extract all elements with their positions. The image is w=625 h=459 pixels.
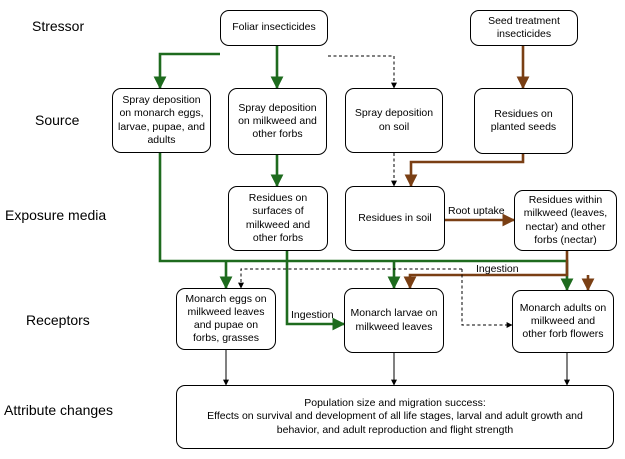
node-text: Spray deposition (354, 107, 434, 120)
node-text: forbs (nectar) (534, 233, 597, 246)
node-text: Spray deposition (122, 94, 201, 107)
node-text: insecticides (496, 28, 552, 40)
row-label-exposure-media: Exposure media (5, 207, 107, 223)
node-text: Seed treatment (488, 14, 560, 27)
edge-label-root-uptake: Root uptake (448, 205, 505, 217)
node-text: milkweed and (530, 314, 596, 327)
edge-dashed-to-adults (461, 269, 513, 328)
node-attribute-changes: Population size and migration success: E… (176, 385, 614, 449)
row-label-receptors: Receptors (26, 312, 90, 328)
node-text: Effects on survival and development of a… (207, 410, 583, 423)
node-text: Residues on (248, 192, 308, 205)
edge-residues-seeds-to-soil (404, 154, 525, 188)
node-text: Residues on (494, 107, 553, 120)
edge-label-ingestion-right: Ingestion (476, 263, 519, 275)
node-text: Foliar insecticides (232, 21, 316, 34)
dashed-pathways (238, 55, 513, 328)
node-text: surfaces of (252, 205, 304, 218)
row-label-attribute-changes: Attribute changes (4, 402, 113, 418)
node-text: Residues in soil (358, 211, 432, 224)
node-residues-in-soil: Residues in soil (345, 186, 445, 251)
node-residues-within-milkweed: Residues within milkweed (leaves, nectar… (514, 190, 617, 251)
edge-within-to-receptors (403, 251, 569, 290)
row-label-stressor: Stressor (32, 18, 85, 34)
edge-dashed-eggs-feed (238, 268, 462, 289)
node-text: behavior, and adult reproduction and fli… (276, 423, 514, 436)
node-text: Spray deposition (238, 101, 317, 114)
node-text: Monarch adults on (519, 301, 607, 314)
edge-foliar-to-spray-soil (328, 55, 397, 89)
node-text: Monarch eggs on (185, 292, 267, 305)
node-text: other forbs (252, 231, 304, 244)
node-spray-deposition-milkweed: Spray deposition on milkweed and other f… (228, 88, 327, 155)
node-text: other forbs (252, 128, 303, 141)
attribute-pathways (223, 350, 570, 386)
node-foliar-insecticides: Foliar insecticides (220, 10, 328, 46)
node-text: adults (147, 133, 176, 146)
node-residues-planted-seeds: Residues on planted seeds (474, 88, 573, 154)
node-text: Population size and migration success: (304, 397, 486, 410)
node-text: on monarch eggs, (119, 107, 204, 120)
node-text: larvae, pupae, and (118, 120, 205, 133)
node-text: planted seeds (490, 121, 557, 133)
node-monarch-adults: Monarch adults on milkweed and other for… (512, 290, 614, 353)
node-residues-surfaces: Residues on surfaces of milkweed and oth… (228, 186, 328, 251)
node-text: on soil (378, 120, 410, 133)
edge-label-ingestion-left: Ingestion (291, 309, 334, 321)
node-text: on milkweed and (238, 114, 317, 127)
node-text: milkweed (leaves, (523, 207, 608, 220)
node-text: Monarch larvae on (350, 307, 438, 320)
node-text: forbs, grasses (193, 332, 259, 345)
node-text: milkweed and (245, 218, 311, 231)
node-text: nectar) and other (525, 220, 606, 233)
node-text: Residues within (528, 194, 603, 207)
edge-foliar-to-spray-monarch (153, 52, 220, 90)
node-seed-treatment-insecticides: Seed treatment insecticides (470, 10, 578, 46)
node-text: and pupae on (193, 319, 259, 331)
row-label-source: Source (35, 112, 80, 128)
node-monarch-eggs: Monarch eggs on milkweed leaves and pupa… (176, 288, 276, 350)
node-spray-deposition-soil: Spray deposition on soil (345, 88, 443, 153)
node-text: milkweed leaves (187, 305, 265, 318)
node-monarch-larvae: Monarch larvae on milkweed leaves (344, 288, 444, 353)
edge-ingestion-surfaces-to-larvae (285, 251, 346, 331)
brown-pathways (403, 46, 595, 292)
node-text: milkweed leaves (355, 320, 433, 333)
node-spray-deposition-monarch: Spray deposition on monarch eggs, larvae… (112, 88, 211, 153)
node-text: other forb flowers (522, 328, 604, 341)
